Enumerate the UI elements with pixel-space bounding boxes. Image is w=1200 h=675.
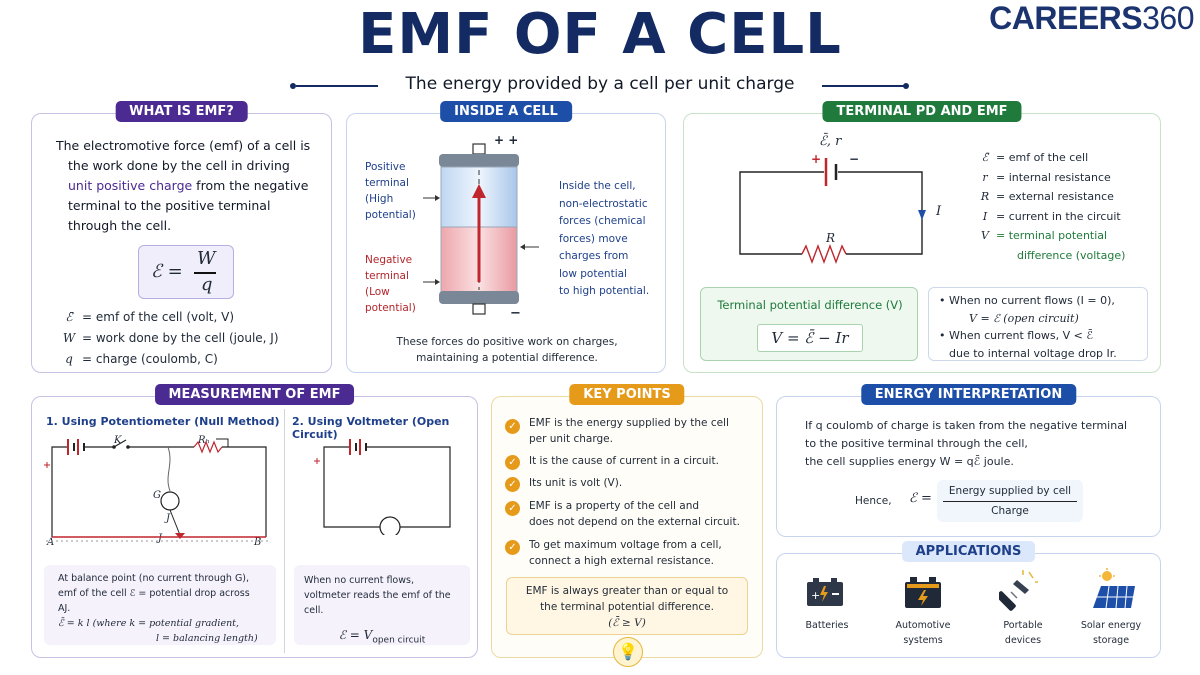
measurement-divider [284, 409, 285, 653]
key-point-4: EMF is a property of the cell and does n… [529, 500, 740, 528]
applications-panel: APPLICATIONS + Batteries Automotive syst… [776, 541, 1161, 658]
key-point-5: To get maximum voltage from a cell, conn… [529, 539, 722, 567]
car-battery-icon [905, 577, 941, 608]
terminal-pd-circuit [739, 158, 926, 264]
cell-top-rim [439, 154, 519, 167]
check-icon: ✓ [505, 455, 520, 470]
flashlight-icon [999, 570, 1038, 611]
measurement-badge: MEASUREMENT OF EMF [154, 384, 355, 405]
check-icon: ✓ [505, 477, 520, 492]
voltmeter-heading: 2. Using Voltmeter (Open Circuit) [292, 415, 450, 441]
key-switch [113, 439, 127, 448]
svg-text:+: + [811, 589, 820, 602]
galvanometer-label: G [153, 490, 161, 501]
solar-panel-icon [1093, 568, 1135, 609]
cell-minus-sign: − [510, 306, 521, 321]
check-icon: ✓ [505, 540, 520, 555]
key-point-2: It is the cause of current in a circuit. [529, 455, 719, 467]
page-title: EMF OF A CELL [358, 2, 842, 67]
current-label: I [936, 204, 942, 219]
what-is-emf-panel: WHAT IS EMF? The electromotive force (em… [31, 101, 332, 373]
cell-bottom-rim [439, 291, 519, 304]
inside-cell-explanation: Inside the cell, non-electrostatic force… [559, 180, 650, 297]
fraction-bar [194, 272, 216, 274]
cell-cross-section-diagram [423, 143, 539, 315]
charge-flow-arrowhead [472, 184, 486, 198]
jockey-label-j2: J [158, 533, 163, 544]
battery-icon: + [807, 578, 843, 606]
terminal-pd-badge: TERMINAL PD AND EMF [822, 101, 1022, 122]
key-point-1: EMF is the energy supplied by the cell p… [529, 417, 729, 445]
energy-interpretation-panel: ENERGY INTERPRETATION If q coulomb of ch… [776, 384, 1161, 537]
subtitle-line-right [822, 85, 904, 87]
lightbulb-icon: 💡 [613, 637, 643, 667]
rheostat-zigzag [193, 440, 223, 454]
negative-terminal-label: Negative terminal (Low potential) [365, 254, 416, 314]
subtitle-dot-right [903, 83, 909, 89]
terminal-legend: ℰ̄= emf of the cell r= internal resistan… [980, 151, 1126, 262]
energy-explanation: If q coulomb of charge is taken from the… [805, 419, 1128, 468]
voltmeter-note: When no current flows, voltmeter reads t… [294, 565, 470, 645]
key-points-panel: KEY POINTS ✓ EMF is the energy supplied … [491, 384, 763, 667]
hence-label: Hence, [855, 495, 892, 507]
positive-terminal-cap [472, 143, 486, 155]
emf-symbol-definitions: ℰ̄= emf of the cell (volt, V) W= work do… [62, 310, 279, 366]
end-label-b: B [254, 537, 262, 548]
cell-plus: + [811, 152, 822, 166]
potentiometer-circuit [44, 438, 270, 542]
emf-formula-box: ℰ = W q [138, 245, 234, 299]
cell-emf-label: ℰ̄, r [819, 134, 842, 149]
inside-a-cell-badge: INSIDE A CELL [440, 101, 572, 122]
potentiometer-note: At balance point (no current through G),… [44, 565, 276, 645]
end-label-a: A [47, 537, 55, 548]
brand-logo: CAREERS360 [989, 0, 1194, 36]
subtitle-line-left [296, 85, 378, 87]
terminal-pd-formula: V = ℰ̄ − Ir [757, 324, 863, 352]
app-label-automotive: Automotive systems [895, 620, 951, 646]
key-points-summary-box: EMF is always greater than or equal to t… [506, 577, 748, 635]
key-point-3: Its unit is volt (V). [529, 477, 623, 489]
check-icon: ✓ [505, 501, 520, 516]
current-arrow [918, 210, 926, 220]
key-label: K [114, 435, 122, 446]
potentiometer-heading: 1. Using Potentiometer (Null Method) [46, 415, 280, 428]
positive-terminal-label: Positive terminal (High potential) [365, 161, 416, 221]
inside-cell-footer: These forces do positive work on charges… [396, 336, 618, 364]
cell-minus: − [849, 152, 860, 166]
negative-terminal-cap [472, 303, 486, 315]
page-subtitle: The energy provided by a cell per unit c… [405, 74, 795, 94]
energy-formula-lhs: ℰ = [909, 491, 932, 506]
resistor-label: R [826, 231, 836, 245]
emf-definition: The electromotive force (emf) of a cell … [56, 138, 311, 233]
measurement-panel: MEASUREMENT OF EMF 1. Using Potentiomete… [31, 384, 478, 658]
resistor-zigzag [801, 244, 847, 264]
what-is-emf-badge: WHAT IS EMF? [115, 101, 248, 122]
rheostat-label: Rₕ [198, 435, 210, 446]
energy-fraction-bar [943, 501, 1077, 502]
terminal-pd-panel: TERMINAL PD AND EMF ℰ̄, r + − R I ℰ̄= em… [683, 101, 1161, 373]
terminal-pd-notes: • When no current flows (I = 0), V = ℰ (… [928, 287, 1148, 361]
app-label-solar: Solar energy storage [1080, 620, 1142, 646]
energy-badge: ENERGY INTERPRETATION [860, 384, 1077, 405]
inside-a-cell-panel: INSIDE A CELL Positive terminal (High po… [346, 101, 666, 373]
energy-formula-box: Energy supplied by cell Charge [937, 480, 1083, 522]
jockey-icon [175, 533, 185, 539]
applications-badge: APPLICATIONS [901, 541, 1036, 562]
galvanometer-icon [160, 491, 180, 511]
app-label-portable: Portable devices [1003, 620, 1043, 646]
jockey-label-j1: J [166, 513, 171, 524]
cell-plus-sign: + + [494, 133, 519, 147]
check-icon: ✓ [505, 419, 520, 434]
key-points-badge: KEY POINTS [569, 384, 685, 405]
app-label-batteries: Batteries [805, 620, 849, 631]
voltmeter-icon [379, 516, 401, 535]
voltmeter-circuit [314, 439, 451, 535]
subtitle-dot-left [290, 83, 296, 89]
terminal-pd-formula-box: Terminal potential difference (V) V = ℰ̄… [700, 287, 918, 361]
